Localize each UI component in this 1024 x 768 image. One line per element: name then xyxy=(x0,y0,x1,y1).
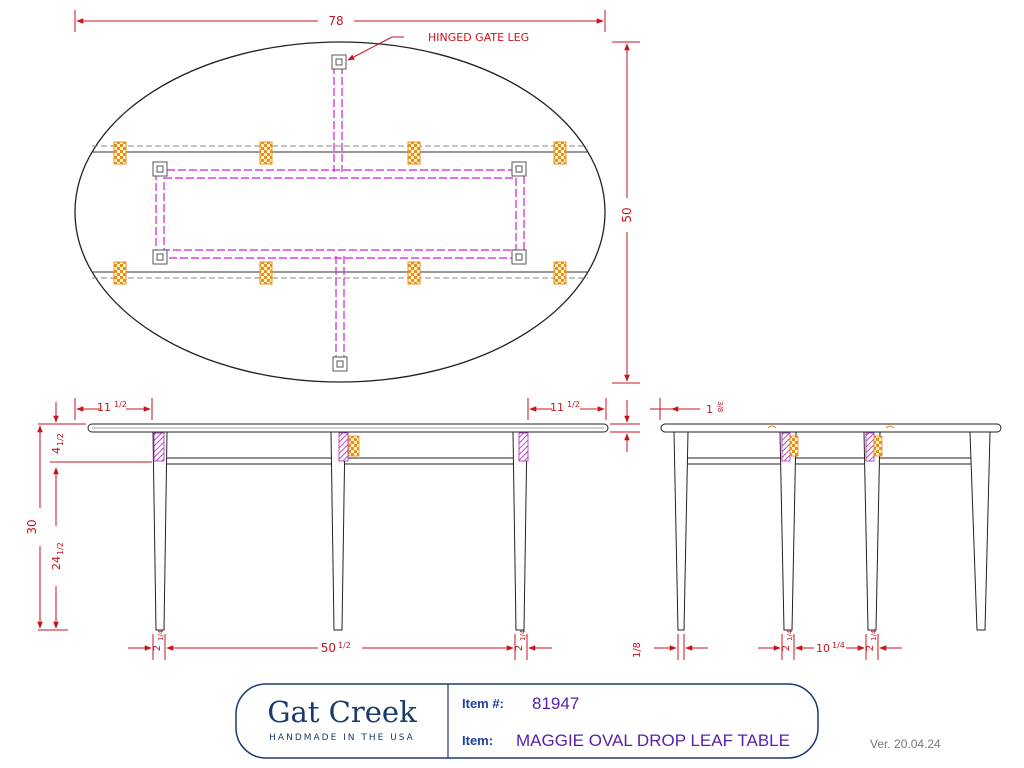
dim-frac: 1/4 xyxy=(786,629,794,641)
side-leg xyxy=(779,431,797,631)
item-number-label: Item #: xyxy=(462,696,504,711)
hinges xyxy=(113,141,567,285)
front-leg-center xyxy=(330,431,346,631)
dim-frac: 1/2 xyxy=(567,400,580,409)
hinge xyxy=(407,141,421,165)
side-elevation: 1 3/8 1/8 2 1/4 10 1/4 2 1/4 xyxy=(632,398,1002,660)
hinged-gate-leg-callout: HINGED GATE LEG xyxy=(347,31,529,61)
dim-overall-length xyxy=(74,10,606,32)
dim-width-text: 50 xyxy=(620,207,634,222)
leg-square xyxy=(156,165,164,173)
front-leg-right xyxy=(512,431,528,631)
dim-apron-frac: 1/2 xyxy=(56,433,65,446)
dim-leg-frac: 1/2 xyxy=(56,542,65,555)
dim-text: 2 xyxy=(865,645,876,651)
title-block: Gat Creek HANDMADE IN THE USA Item #: 81… xyxy=(235,683,819,759)
leg-square xyxy=(156,253,164,261)
version-label: Ver. 20.04.24 xyxy=(870,737,941,751)
dim-leg-text: 24 xyxy=(50,556,63,570)
dim-text: 11 xyxy=(97,401,111,414)
dim-overhang-left xyxy=(74,398,153,420)
dim-text: 2 xyxy=(152,645,163,651)
dim-frac: 1/2 xyxy=(338,641,351,650)
leg-section-hatch xyxy=(153,432,165,462)
item-number: 81947 xyxy=(532,694,579,713)
dim-length-text: 78 xyxy=(328,14,343,28)
leg-section-hatch xyxy=(338,432,349,462)
dim-frac: 1/4 xyxy=(157,629,165,641)
dim-height-text: 30 xyxy=(25,519,39,534)
front-leg-left xyxy=(152,431,168,631)
apron-frame xyxy=(155,66,525,362)
dim-frac: 1/2 xyxy=(114,400,127,409)
leg-section-hatch xyxy=(865,432,875,462)
dim-text: 2 xyxy=(514,645,525,651)
hinge xyxy=(113,141,127,165)
hinge xyxy=(553,141,567,165)
leg-section-hatch xyxy=(781,432,791,462)
dim-side-top xyxy=(650,398,700,420)
hinge xyxy=(113,261,127,285)
side-apron xyxy=(685,431,977,465)
dim-text: 11 xyxy=(550,401,564,414)
leaf-joint-lines xyxy=(92,145,588,279)
dim-frac: 1/4 xyxy=(832,641,845,650)
dim-heights xyxy=(37,402,152,631)
dim-frac: 1/4 xyxy=(519,629,527,641)
leg-section-hatch xyxy=(518,432,529,462)
brand-tagline: HANDMADE IN THE USA xyxy=(269,733,415,743)
dim-overall-width xyxy=(612,41,640,384)
dim-overhang-right xyxy=(527,398,607,420)
dim-text: 1/8 xyxy=(632,642,643,658)
oval-tabletop xyxy=(74,41,606,383)
item-name: MAGGIE OVAL DROP LEAF TABLE xyxy=(516,731,790,750)
side-tabletop xyxy=(660,423,1002,433)
dim-frac: 1/4 xyxy=(870,629,878,641)
gate-leg-square xyxy=(335,58,343,66)
side-leg xyxy=(673,431,689,631)
dim-apron-text: 4 xyxy=(50,447,63,454)
dim-frac: 3/8 xyxy=(716,401,724,412)
title-block-frame xyxy=(235,683,819,759)
item-label: Item: xyxy=(462,733,493,748)
leg-squares xyxy=(152,54,527,372)
gate-leg-square xyxy=(336,360,344,368)
hinge-section xyxy=(348,435,360,457)
hinge xyxy=(407,261,421,285)
hinge xyxy=(553,261,567,285)
top-view: HINGED GATE LEG 78 50 xyxy=(74,10,640,384)
side-leg xyxy=(863,431,881,631)
hinge-section xyxy=(873,435,883,457)
brand-logo: Gat Creek xyxy=(267,695,417,729)
dim-text: 2 xyxy=(781,645,792,651)
dim-text: 1 xyxy=(706,403,713,416)
dim-front-bottom xyxy=(128,634,552,660)
leg-square xyxy=(515,165,523,173)
svg-text:HINGED GATE LEG: HINGED GATE LEG xyxy=(428,31,529,44)
front-elevation: 11 1/2 11 1/2 30 xyxy=(25,398,700,660)
dim-text: 10 xyxy=(816,642,830,655)
hinge xyxy=(259,141,273,165)
dim-side-bottom xyxy=(654,634,902,660)
hinge xyxy=(259,261,273,285)
dim-text: 50 xyxy=(321,641,336,655)
hinge-section xyxy=(789,435,799,457)
side-leg xyxy=(969,431,991,631)
leg-square xyxy=(515,253,523,261)
